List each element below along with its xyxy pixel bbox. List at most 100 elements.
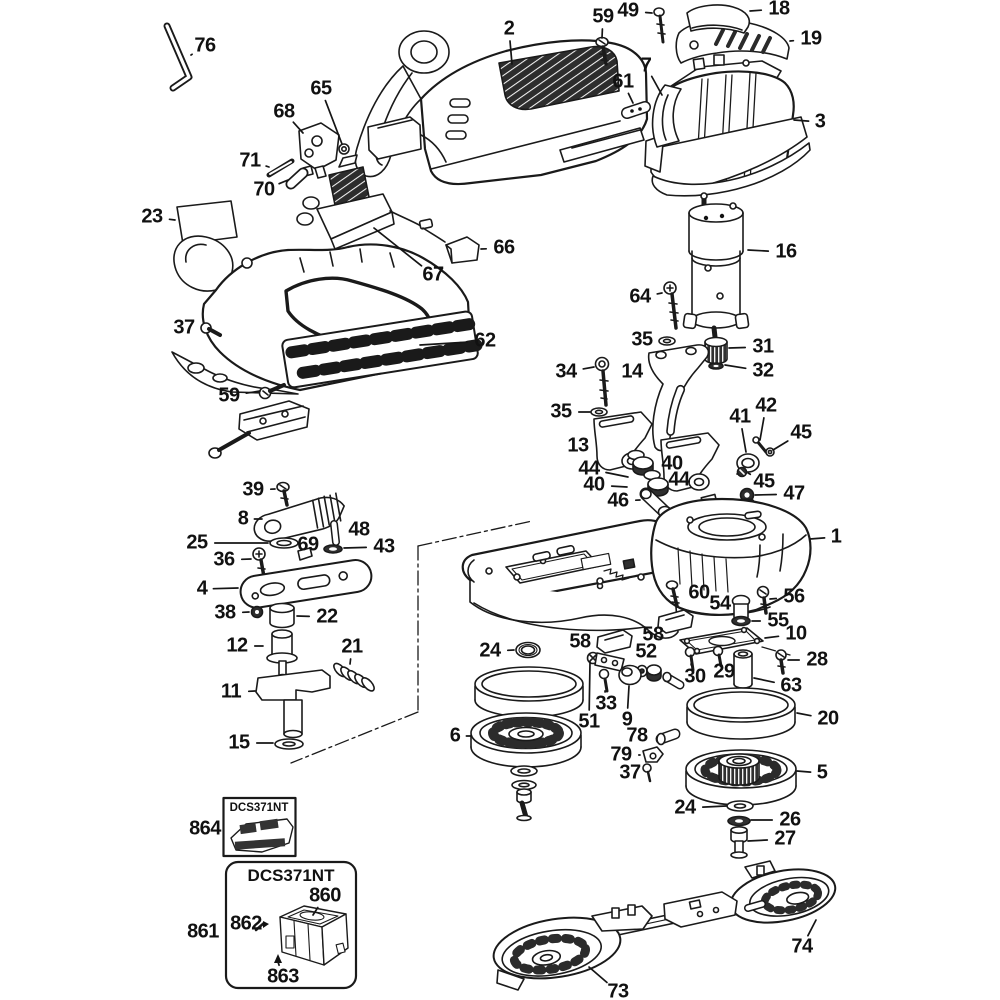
part-callout-860: 860 [309,884,341,907]
part-callout-55: 55 [767,609,789,632]
part-callout-9: 9 [621,708,633,731]
pinion-parts [658,336,728,370]
part-callout-45: 45 [753,470,775,493]
part-callout-59: 59 [218,384,240,407]
switch-small-parts [266,122,350,190]
part-callout-51: 51 [578,710,600,733]
part-callout-40: 40 [661,452,683,475]
part-callout-863: 863 [267,965,299,988]
blade-guard-assembly [492,860,837,991]
part-callout-49: 49 [617,0,639,22]
part-callout-22: 22 [316,605,338,628]
inset-box-title: DCS371NT [229,802,289,814]
part-callout-70: 70 [253,178,275,201]
part-callout-44: 44 [668,468,690,491]
part-callout-65: 65 [310,77,332,100]
part-callout-48: 48 [348,518,370,541]
part-callout-58: 58 [642,623,664,646]
part-callout-74: 74 [791,935,813,958]
battery-inset-box [222,796,297,858]
part-callout-40: 40 [583,473,605,496]
part-callout-67: 67 [422,263,444,286]
part-callout-41: 41 [729,405,751,428]
part-callout-59: 59 [592,5,614,28]
part-callout-3: 3 [814,110,826,133]
part-callout-30: 30 [684,665,706,688]
part-callout-1: 1 [830,525,842,548]
right-wheel-group [642,687,797,859]
shoe-cover-parts [208,383,310,459]
part-callout-29: 29 [713,660,735,683]
part-callout-35: 35 [550,400,572,423]
part-callout-38: 38 [214,601,236,624]
part-callout-28: 28 [806,648,828,671]
connector-66 [422,227,480,264]
part-callout-68: 68 [273,100,295,123]
part-callout-33: 33 [595,692,617,715]
part-callout-19: 19 [800,27,822,50]
part-callout-37: 37 [173,316,195,339]
guide-arms [593,411,720,520]
part-callout-61: 61 [612,70,634,93]
part-callout-42: 42 [755,394,777,417]
hex-key [163,22,193,92]
kit-box-title: DCS371NT [247,866,335,885]
saw-frame [461,497,812,639]
motor-housing-upper [354,30,649,186]
part-callout-76: 76 [194,34,216,57]
tensioner-parts [700,436,775,507]
kit-box [224,860,358,990]
part-callout-31: 31 [752,335,774,358]
housing-lower [171,235,483,395]
part-callout-66: 66 [493,236,515,259]
part-callout-18: 18 [768,0,790,20]
part-callout-71: 71 [239,149,261,172]
boundary-dashdot-lines [290,520,791,764]
part-callout-44: 44 [578,457,600,480]
part-callout-864: 864 [189,817,221,840]
part-callout-73: 73 [607,980,629,1000]
underframe-parts [515,585,787,693]
part-callout-25: 25 [186,531,208,554]
part-callout-7: 7 [640,54,652,77]
part-callout-27: 27 [774,827,796,850]
part-callout-23: 23 [141,205,163,228]
part-callout-6: 6 [449,724,461,747]
part-callout-54: 54 [709,592,731,615]
part-callout-52: 52 [635,640,657,663]
part-callout-861: 861 [187,920,219,943]
part-callout-39: 39 [242,478,264,501]
part-callout-26: 26 [779,808,801,831]
part-callout-47: 47 [783,482,805,505]
part-callout-35: 35 [631,328,653,351]
motor [663,192,750,361]
part-callout-24: 24 [479,639,501,662]
part-callout-12: 12 [226,634,248,657]
part-callout-46: 46 [607,489,629,512]
part-callout-62: 62 [474,329,496,352]
part-callout-10: 10 [785,622,807,645]
part-callout-45: 45 [790,421,812,444]
part-callout-5: 5 [816,761,828,784]
part-callout-36: 36 [213,548,235,571]
part-callout-24: 24 [674,796,696,819]
part-callout-78: 78 [626,724,648,747]
part-callout-32: 32 [752,359,774,382]
part-callout-56: 56 [783,585,805,608]
part-callout-13: 13 [567,434,589,457]
left-wheel-group [470,666,584,822]
part-callout-11: 11 [220,680,242,703]
part-callout-34: 34 [555,360,577,383]
part-callout-20: 20 [817,707,839,730]
sticker-23 [176,200,238,245]
part-callout-37: 37 [619,761,641,784]
part-callout-15: 15 [228,731,250,754]
part-callout-16: 16 [775,240,797,263]
part-callout-60: 60 [688,581,710,604]
pivot-cluster [239,481,375,750]
bracket-14 [590,344,710,452]
part-callout-4: 4 [196,577,208,600]
